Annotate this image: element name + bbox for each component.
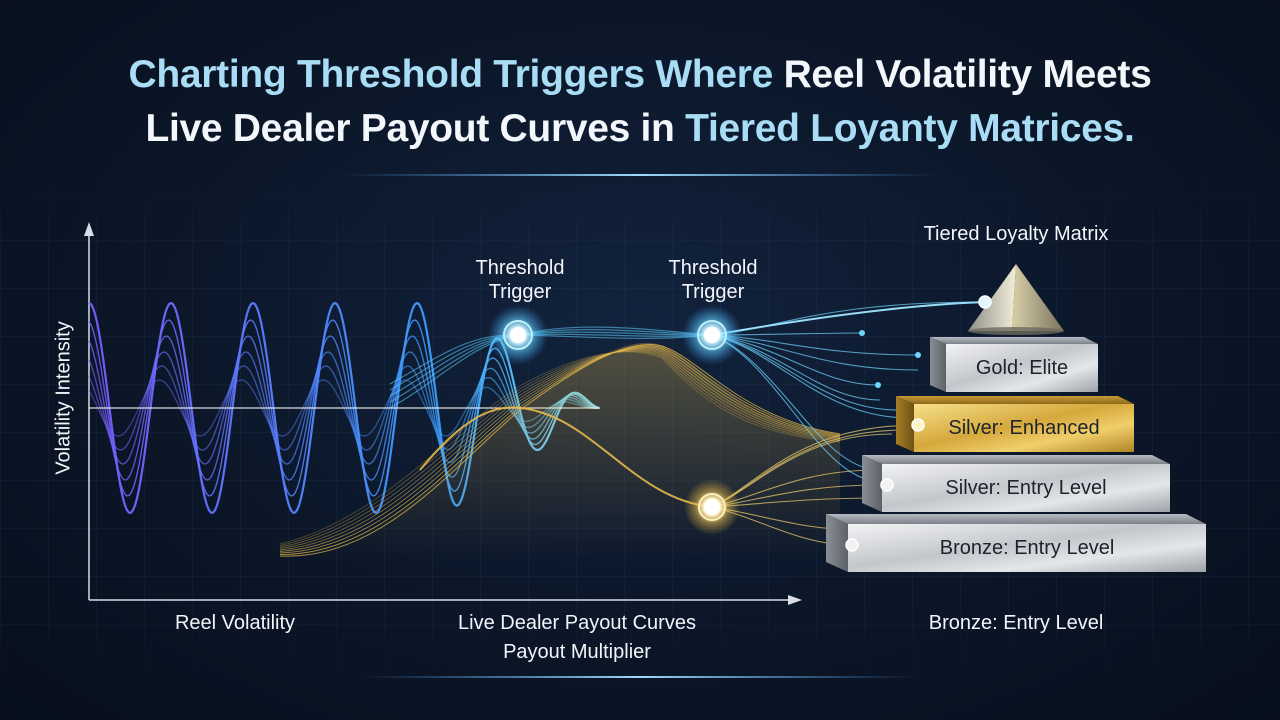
matrix-bottom-label: Bronze: Entry Level [928, 612, 1104, 634]
payout-strand [279, 351, 841, 545]
tier-label-bronze-entry: Bronze: Entry Level [939, 537, 1115, 559]
payout-strand [279, 350, 841, 548]
wave-strand [88, 319, 600, 497]
pyramid-apex [968, 264, 1064, 335]
page-title: Charting Threshold Triggers Where Reel V… [0, 48, 1280, 156]
connector-endpoint-dot [845, 538, 859, 552]
connector-line [711, 301, 986, 336]
title-line-2-main: Live Dealer Payout Curves in [145, 107, 686, 150]
connector-endpoint-dot [911, 418, 925, 432]
trigger-node-1[interactable] [488, 305, 548, 365]
tier-block-silver-entry[interactable] [862, 455, 1170, 512]
title-line-2: Live Dealer Payout Curves in Tiered Loya… [0, 102, 1280, 156]
x-axis-label-payout-curves: Live Dealer Payout Curves [458, 612, 696, 634]
payout-strand [279, 347, 841, 552]
title-line-1: Charting Threshold Triggers Where Reel V… [0, 48, 1280, 102]
trigger-label-1: Threshold Trigger [440, 256, 600, 304]
payout-strand [279, 349, 841, 549]
payout-strand [279, 346, 841, 554]
trigger-label-1-line1: Threshold [475, 257, 565, 279]
y-axis-label: Volatility Intensity [52, 321, 75, 475]
payout-trigger-node[interactable] [684, 479, 740, 535]
loyalty-pyramid [826, 264, 1206, 572]
connector-endpoint-dot [875, 382, 881, 388]
x-axis-label-payout-multiplier: Payout Multiplier [503, 641, 651, 663]
connector-endpoint-dot [859, 330, 865, 336]
wave-strand [88, 301, 600, 514]
payout-strand [279, 350, 841, 546]
title-line-1-main: Reel Volatility Meets [783, 53, 1152, 96]
payout-strand [279, 344, 841, 557]
connector-endpoint-dot [978, 295, 992, 309]
trigger-label-2: Threshold Trigger [633, 256, 793, 304]
bottom-separator [360, 676, 920, 678]
trigger-label-1-line2: Trigger [488, 281, 552, 303]
tier-block-bronze[interactable] [826, 514, 1206, 572]
connector-endpoint-dot [915, 352, 921, 358]
trigger-label-2-line1: Threshold [668, 257, 758, 279]
payout-strand [279, 348, 841, 551]
x-axis-arrow-icon [788, 595, 802, 605]
tier-label-silver-enhanced: Silver: Enhanced [948, 417, 1100, 439]
top-separator [340, 174, 940, 176]
title-line-2-accent: Tiered Loyanty Matrices. [685, 107, 1135, 150]
trigger-node-2[interactable] [682, 305, 742, 365]
connector-endpoints [845, 295, 992, 552]
payout-strand [279, 345, 841, 556]
title-line-1-accent: Charting Threshold Triggers Where [128, 53, 784, 96]
x-axis-label-reel-volatility: Reel Volatility [174, 612, 296, 634]
tier-label-gold-elite: Gold: Elite [975, 357, 1069, 379]
tier-label-silver-entry: Silver: Entry Level [945, 477, 1107, 499]
chart-axes [84, 222, 802, 605]
tier-block-silver-enhanced[interactable] [896, 396, 1134, 452]
matrix-title: Tiered Loyalty Matrix [923, 223, 1109, 245]
trigger-label-2-line2: Trigger [681, 281, 745, 303]
tier-block-gold-elite[interactable] [930, 337, 1098, 392]
y-axis-arrow-icon [84, 222, 94, 236]
connector-endpoint-dot [880, 478, 894, 492]
